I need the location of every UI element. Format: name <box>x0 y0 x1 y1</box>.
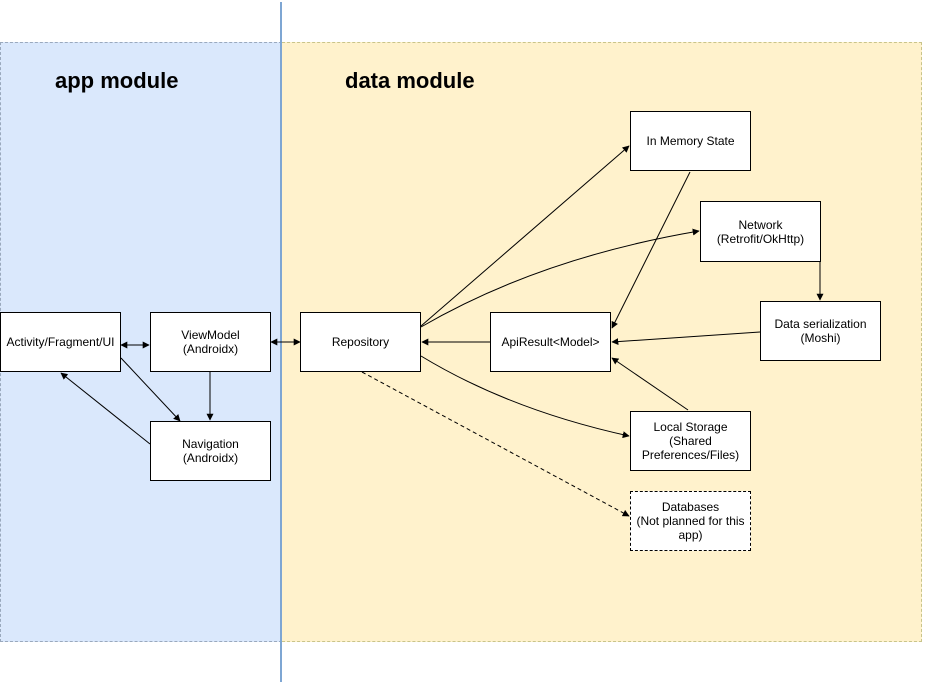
local-storage-node: Local Storage (Shared Preferences/Files) <box>630 411 751 471</box>
activity-fragment-ui-node: Activity/Fragment/UI <box>0 312 121 372</box>
network-node: Network (Retrofit/OkHttp) <box>700 201 821 262</box>
data-module-title: data module <box>345 68 475 93</box>
repository-node: Repository <box>300 312 421 372</box>
data-serialization-node: Data serialization (Moshi) <box>760 301 881 361</box>
databases-node: Databases (Not planned for this app) <box>630 491 751 551</box>
app-module-title: app module <box>55 68 179 93</box>
viewmodel-node: ViewModel (Androidx) <box>150 312 271 372</box>
in-memory-state-node: In Memory State <box>630 111 751 171</box>
module-divider-line <box>280 2 282 682</box>
navigation-node: Navigation (Androidx) <box>150 421 271 481</box>
apiresult-node: ApiResult<Model> <box>490 312 611 372</box>
